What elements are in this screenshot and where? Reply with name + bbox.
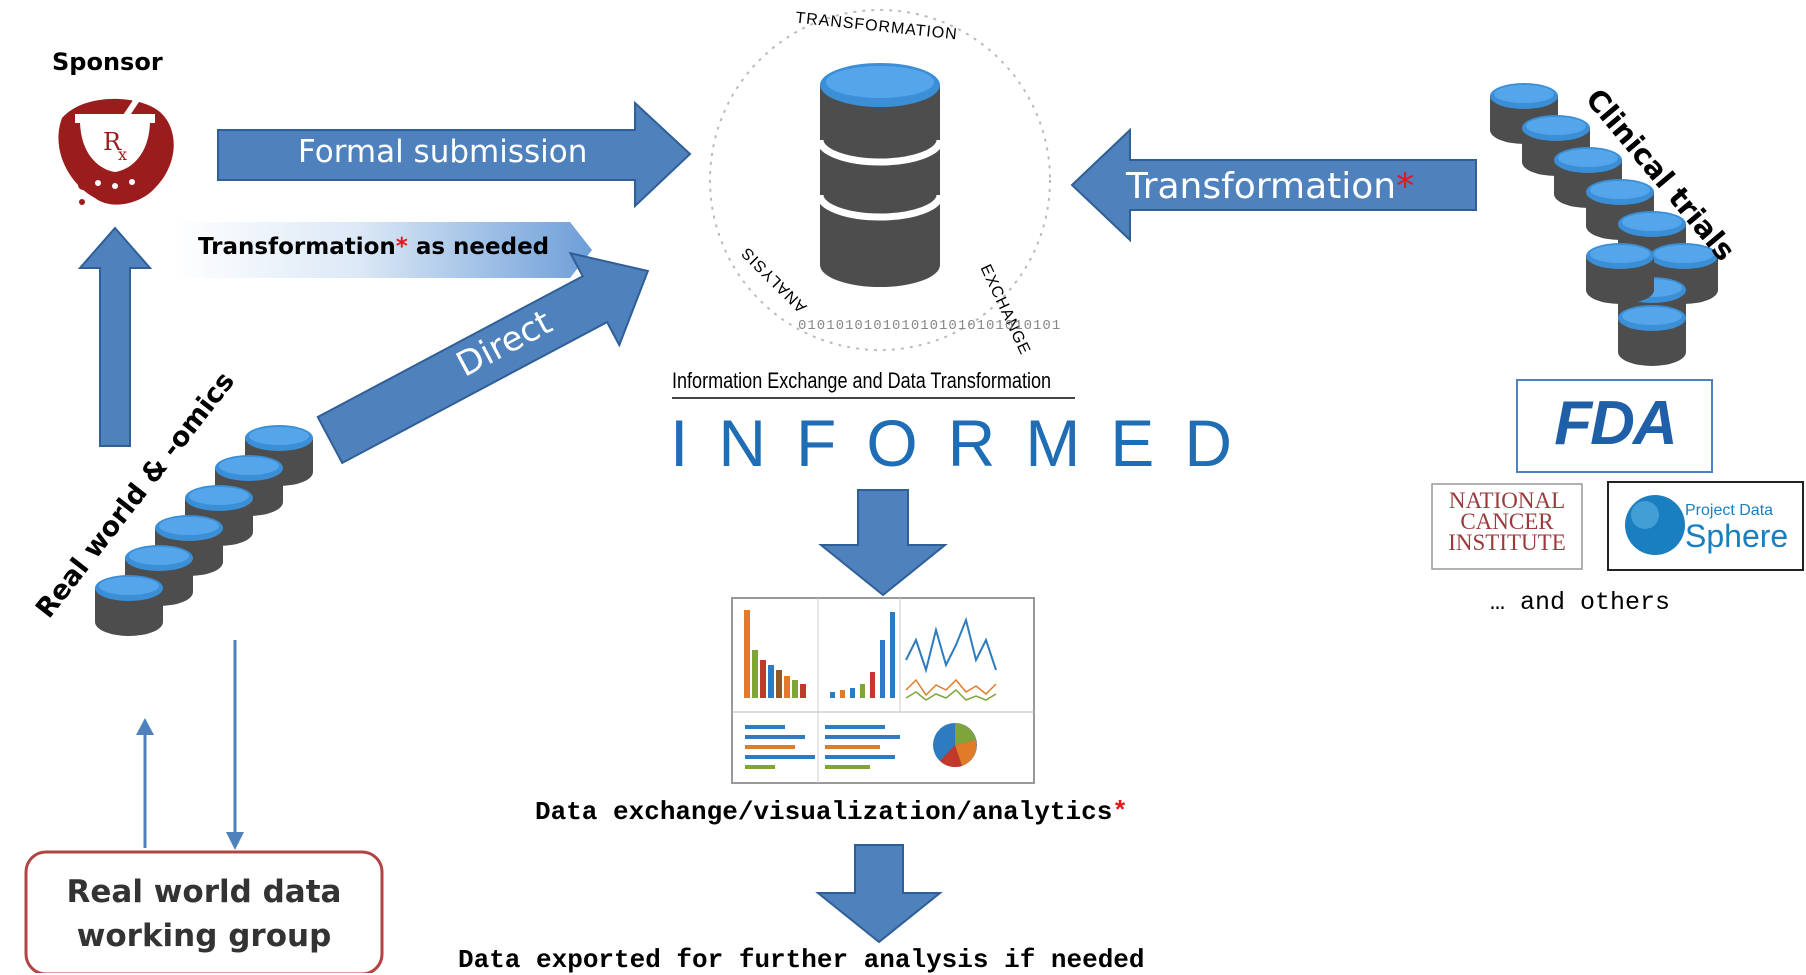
fda-logo: FDA xyxy=(1554,389,1677,458)
visualization-label: Data exchange/visualization/analytics* xyxy=(535,797,1128,827)
working-group-line1: Real world data xyxy=(66,874,342,910)
real-world-database-stack xyxy=(95,425,313,636)
direct-arrow xyxy=(316,251,650,465)
working-group-box xyxy=(24,850,384,973)
down-arrow-visualization xyxy=(818,489,948,597)
transformation-right-word: Transformation xyxy=(1126,166,1397,207)
rx-mortar-pestle-icon: R x xyxy=(58,93,174,205)
pds-sphere-icon xyxy=(1625,495,1685,555)
visualization-text: Data exchange/visualization/analytics xyxy=(535,797,1113,827)
working-group-line2: working group xyxy=(76,918,332,954)
pds-line2: Sphere xyxy=(1685,518,1789,554)
informed-database-icon xyxy=(816,63,944,287)
pds-logo: Project Data Sphere xyxy=(1685,502,1788,552)
nci-line3: INSTITUTE xyxy=(1448,530,1566,555)
nci-line2: CANCER xyxy=(1460,509,1554,534)
working-group-label: Real world data working group xyxy=(26,870,382,958)
as-needed-word: as needed xyxy=(407,234,550,260)
nci-line1: NATIONAL xyxy=(1448,488,1566,513)
working-group-arrows xyxy=(136,640,244,850)
pds-line1: Project Data xyxy=(1685,502,1774,519)
down-arrow-export xyxy=(815,844,943,944)
transformation-as-needed-arrow xyxy=(172,222,592,278)
formal-submission-arrow xyxy=(217,100,692,209)
informed-ring xyxy=(709,9,1051,351)
fda-logo-box xyxy=(1516,379,1713,473)
sponsor-label: Sponsor xyxy=(52,48,163,76)
pds-logo-box xyxy=(1607,481,1804,571)
and-others-label: … and others xyxy=(1490,588,1671,617)
informed-title: INFORMED xyxy=(670,406,1262,480)
formal-submission-label: Formal submission xyxy=(298,134,588,170)
nci-logo-box xyxy=(1431,483,1583,570)
asterisk: * xyxy=(1112,797,1128,827)
transformation-right-label: Transformation* xyxy=(1126,166,1414,207)
nci-logo: NATIONAL CANCER INSTITUTE xyxy=(1432,488,1582,555)
up-arrow-to-sponsor xyxy=(77,226,153,447)
asterisk: * xyxy=(1396,166,1415,207)
informed-subtitle: Information Exchange and Data Transforma… xyxy=(672,368,1052,393)
transformation-right-arrow xyxy=(1070,127,1477,243)
svg-text:x: x xyxy=(118,145,127,164)
svg-text:R: R xyxy=(103,128,122,156)
exported-label: Data exported for further analysis if ne… xyxy=(458,945,1145,975)
transformation-as-needed-label: Transformation* as needed xyxy=(198,234,549,260)
asterisk: * xyxy=(395,234,408,260)
transformation-word: Transformation xyxy=(198,234,396,260)
ring-binary: 0101010101010101010101010101 xyxy=(798,318,1062,334)
dashboard-thumbnail xyxy=(731,597,1035,784)
